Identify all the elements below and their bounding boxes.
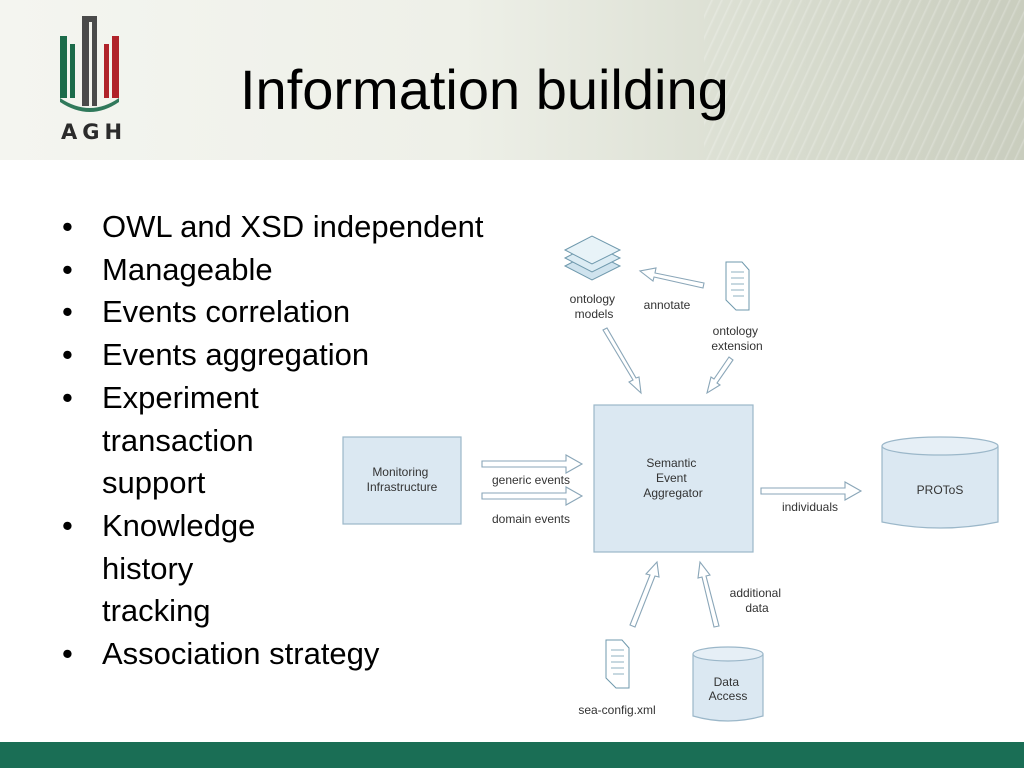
additional-data-label: additional data — [730, 586, 785, 615]
domain-events-arrow — [481, 486, 584, 506]
ontology-models-label: ontology models — [570, 292, 619, 321]
header-decoration — [704, 0, 1024, 160]
annotate-arrow — [638, 267, 705, 289]
bullet-item: Experiment transaction support — [58, 377, 292, 505]
aggregator-label-line: Event — [656, 471, 687, 485]
data-access-label-line: Data — [714, 675, 740, 689]
aggregator-label: Semantic Event Aggregator — [643, 456, 702, 500]
agh-logo-icon — [60, 16, 119, 112]
additional-data-line: data — [745, 601, 769, 615]
bullet-item: Manageable — [58, 249, 558, 292]
monitoring-label-line: Monitoring — [372, 465, 428, 479]
annotate-label: annotate — [644, 298, 691, 312]
slide-footer — [0, 742, 1024, 768]
stacked-layers-icon — [563, 235, 622, 281]
ontology-models-line: models — [575, 307, 614, 321]
sea-config-label: sea-config.xml — [578, 703, 655, 717]
aggregator-node — [593, 404, 754, 553]
data-access-to-aggregator-arrow — [697, 560, 720, 628]
agh-logo: AGH — [52, 14, 136, 146]
bullet-item: Events correlation — [58, 291, 558, 334]
individuals-arrow — [760, 481, 863, 501]
bullet-item: Knowledge history tracking — [58, 505, 292, 633]
data-access-label-line: Access — [709, 689, 748, 703]
additional-data-line: additional — [730, 586, 781, 600]
protos-label: PROToS — [917, 483, 964, 497]
logo-text: AGH — [60, 120, 128, 144]
slide-title: Information building — [240, 58, 729, 121]
document-icon — [605, 639, 630, 689]
individuals-label: individuals — [782, 500, 838, 514]
monitoring-label: Monitoring Infrastructure — [367, 465, 438, 494]
monitoring-node — [342, 436, 462, 525]
data-access-label: Data Access — [709, 675, 748, 703]
bullet-item: OWL and XSD independent — [58, 206, 558, 249]
ontology-extension-line: ontology — [713, 324, 758, 338]
extension-to-aggregator-arrow — [706, 356, 734, 395]
bullet-item: Association strategy — [58, 633, 558, 676]
generic-events-arrow — [481, 454, 584, 474]
bullet-item: Events aggregation — [58, 334, 558, 377]
sea-config-to-aggregator-arrow — [629, 560, 660, 628]
ontology-extension-label: ontology extension — [711, 324, 762, 353]
ontology-models-line: ontology — [570, 292, 615, 306]
models-to-aggregator-arrow — [602, 327, 642, 395]
slide-header: AGH Information building — [0, 0, 1024, 160]
arrows — [481, 267, 863, 628]
ontology-extension-line: extension — [711, 339, 762, 353]
aggregator-label-line: Aggregator — [643, 486, 702, 500]
generic-events-label: generic events — [492, 473, 570, 487]
aggregator-label-line: Semantic — [646, 456, 696, 470]
monitoring-label-line: Infrastructure — [367, 480, 438, 494]
protos-node — [881, 436, 999, 529]
document-icon — [725, 261, 750, 311]
bullet-list: OWL and XSD independent Manageable Event… — [58, 206, 558, 676]
domain-events-label: domain events — [492, 512, 570, 526]
data-access-node — [692, 646, 764, 722]
